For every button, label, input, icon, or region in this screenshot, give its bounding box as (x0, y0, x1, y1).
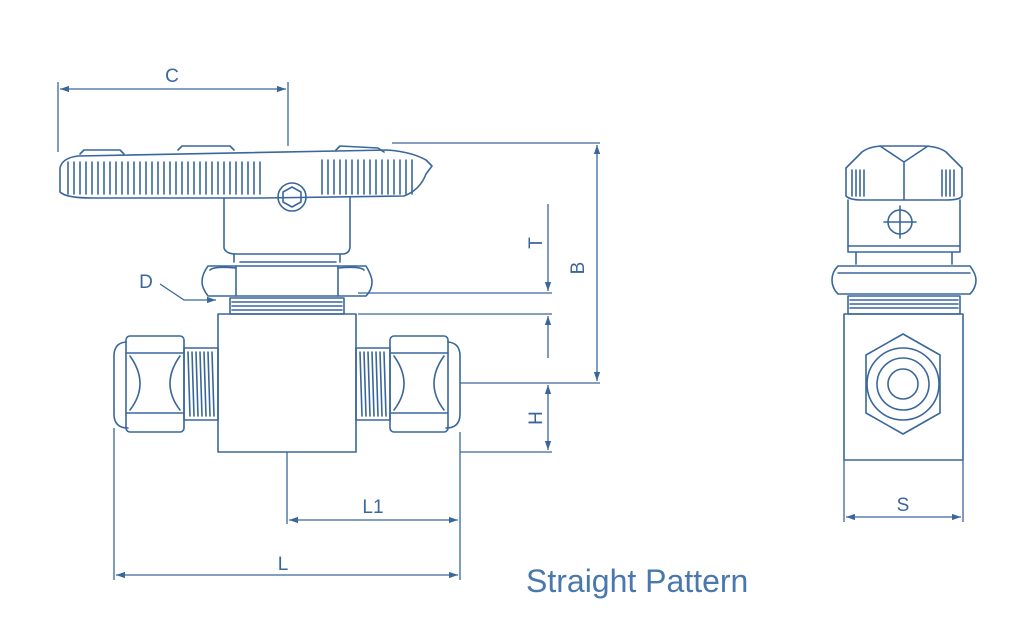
label-l: L (278, 554, 289, 575)
left-fitting (113, 335, 219, 433)
label-s: S (897, 495, 910, 516)
side-nut (831, 265, 977, 295)
caption: Straight Pattern (526, 563, 748, 599)
valve-body (217, 313, 357, 453)
side-cap (845, 145, 963, 169)
label-d: D (139, 272, 153, 293)
label-b: B (568, 262, 589, 275)
label-l1: L1 (362, 497, 383, 518)
panel-nut (201, 261, 373, 297)
bonnet-thread (229, 297, 345, 315)
handle-grip-left (67, 161, 261, 195)
handle (59, 145, 433, 212)
label-c: C (165, 66, 179, 87)
side-hub (847, 199, 961, 253)
dimensions: C D T B H L1 L S (57, 66, 964, 580)
side-hex-port (865, 333, 941, 435)
side-body (843, 313, 964, 461)
hex-socket-icon (282, 186, 302, 208)
handle-grip-right (321, 159, 413, 195)
side-thread (847, 295, 961, 315)
handle-hub (223, 197, 351, 255)
front-view (59, 145, 461, 453)
label-t: T (526, 237, 547, 249)
set-screw (277, 182, 307, 212)
dim-d-leader (159, 283, 216, 304)
side-view (831, 145, 977, 461)
right-fitting (355, 335, 461, 433)
label-h: H (526, 411, 547, 425)
